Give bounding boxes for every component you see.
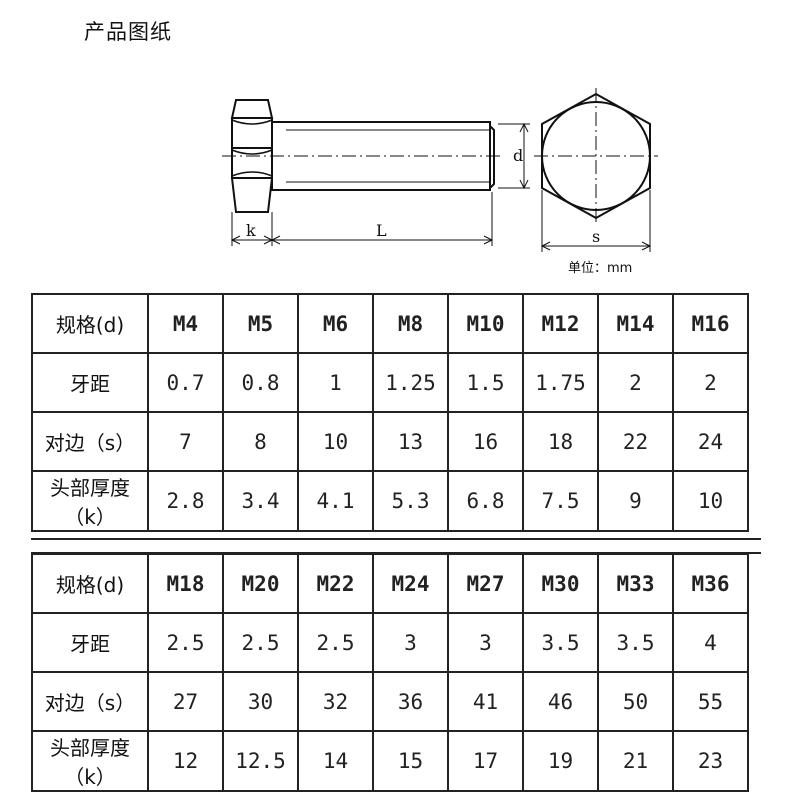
row-label: 规格(d) — [31, 553, 149, 614]
row-label: 规格(d) — [31, 293, 149, 354]
table-cell: 6.8 — [447, 470, 524, 532]
dim-d-label: d — [513, 146, 523, 165]
table-cell: 46 — [522, 671, 599, 732]
table-cell: M30 — [522, 553, 599, 614]
table-cell: 13 — [372, 411, 449, 472]
table-cell: 0.7 — [147, 352, 224, 413]
row-label: 牙距 — [31, 352, 149, 413]
table-cell: 1.25 — [372, 352, 449, 413]
row-label: 对边（s） — [31, 411, 149, 472]
dim-s-label: s — [592, 227, 600, 246]
table-cell: 8 — [222, 411, 299, 472]
table-cell: 9 — [597, 470, 674, 532]
table-cell: M10 — [447, 293, 524, 354]
table-cell: M16 — [672, 293, 749, 354]
table-cell: 3 — [447, 612, 524, 673]
table-cell: 2.5 — [297, 612, 374, 673]
row-label: 对边（s） — [31, 671, 149, 732]
table-cell: 2.8 — [147, 470, 224, 532]
bolt-head-top — [230, 99, 274, 119]
table-cell: M33 — [597, 553, 674, 614]
table-cell: 27 — [147, 671, 224, 732]
table-cell: 36 — [372, 671, 449, 732]
table-cell: 15 — [372, 730, 449, 792]
bolt-drawing: k L d s — [222, 88, 658, 252]
table-cell: 3.5 — [522, 612, 599, 673]
row-label: 牙距 — [31, 612, 149, 673]
table-cell: M14 — [597, 293, 674, 354]
table-cell: 2.5 — [222, 612, 299, 673]
table-cell: M22 — [297, 553, 374, 614]
table-cell: 23 — [672, 730, 749, 792]
row-label: 头部厚度（k） — [31, 730, 149, 792]
table-cell: 1.5 — [447, 352, 524, 413]
table-cell: M24 — [372, 553, 449, 614]
table-cell: 5.3 — [372, 470, 449, 532]
table-cell: M12 — [522, 293, 599, 354]
table-cell: 50 — [597, 671, 674, 732]
table-cell: M4 — [147, 293, 224, 354]
table-cell: 32 — [297, 671, 374, 732]
dim-k-label: k — [246, 221, 256, 240]
table-cell: 1.75 — [522, 352, 599, 413]
table-cell: 22 — [597, 411, 674, 472]
table-cell: 55 — [672, 671, 749, 732]
table-cell: M5 — [222, 293, 299, 354]
table-cell: 4 — [672, 612, 749, 673]
table-cell: M8 — [372, 293, 449, 354]
table-cell: 16 — [447, 411, 524, 472]
table-cell: M18 — [147, 553, 224, 614]
bolt-head-bottom — [230, 177, 274, 213]
table-cell: 2 — [672, 352, 749, 413]
table-separator — [31, 538, 761, 554]
table-cell: 14 — [297, 730, 374, 792]
table-cell: M20 — [222, 553, 299, 614]
table-cell: 12 — [147, 730, 224, 792]
table-cell: 24 — [672, 411, 749, 472]
table-cell: 12.5 — [222, 730, 299, 792]
page-title: 产品图纸 — [84, 20, 172, 44]
table-cell: 4.1 — [297, 470, 374, 532]
dim-L-label: L — [376, 221, 387, 240]
table-cell: 10 — [672, 470, 749, 532]
table-cell: M27 — [447, 553, 524, 614]
table-cell: 2.5 — [147, 612, 224, 673]
table-cell: 21 — [597, 730, 674, 792]
row-label: 头部厚度（k） — [31, 470, 149, 532]
table-cell: M6 — [297, 293, 374, 354]
table-cell: 0.8 — [222, 352, 299, 413]
table-cell: 10 — [297, 411, 374, 472]
table-cell: 1 — [297, 352, 374, 413]
table-cell: 3.5 — [597, 612, 674, 673]
table-cell: 17 — [447, 730, 524, 792]
table-cell: M36 — [672, 553, 749, 614]
unit-note: 单位：mm — [568, 261, 633, 276]
table-cell: 19 — [522, 730, 599, 792]
table-cell: 3.4 — [222, 470, 299, 532]
table-cell: 2 — [597, 352, 674, 413]
table-cell: 41 — [447, 671, 524, 732]
table-cell: 30 — [222, 671, 299, 732]
table-cell: 3 — [372, 612, 449, 673]
table-cell: 7.5 — [522, 470, 599, 532]
table-cell: 18 — [522, 411, 599, 472]
table-cell: 7 — [147, 411, 224, 472]
